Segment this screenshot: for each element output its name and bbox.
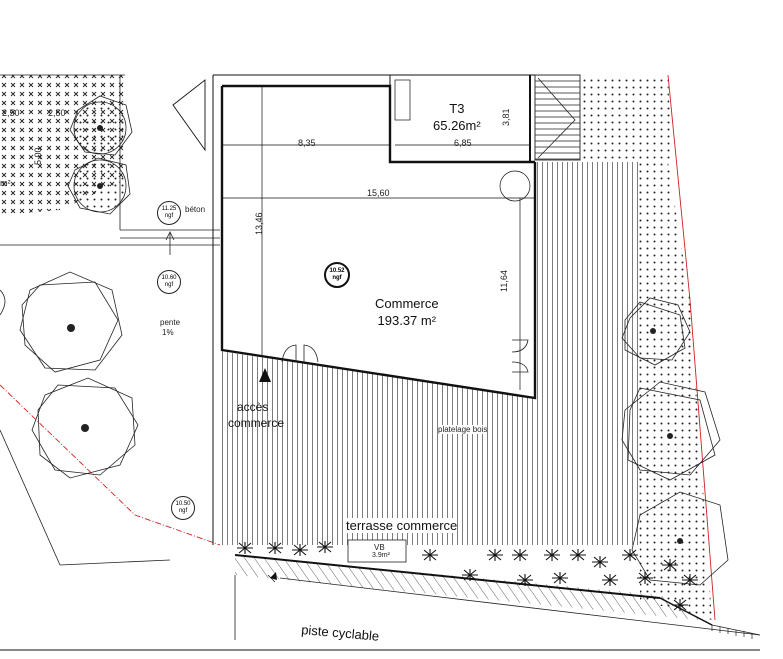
level-unit: ngf — [178, 508, 188, 514]
label-terrasse: terrasse commerce — [346, 518, 458, 533]
tree-icon — [621, 297, 691, 366]
room-commerce: Commerce 193.37 m² — [375, 295, 439, 329]
room-commerce-area: 193.37 m² — [377, 313, 437, 328]
area-unit-left: m² — [0, 178, 11, 188]
label-beton: béton — [185, 205, 206, 214]
tree-icon — [67, 157, 131, 215]
room-t3-name: T3 — [449, 101, 465, 116]
building-walls — [172, 74, 537, 545]
door-icon[interactable] — [281, 344, 319, 363]
level-badge-10-50: 10.50 ngf — [171, 496, 195, 520]
level-unit: ngf — [164, 213, 174, 219]
access-arrow-icon — [259, 368, 271, 382]
level-value: 11.25 — [161, 206, 177, 212]
label-platelage: platelage bois — [438, 425, 488, 434]
dimension-3-81: 3,81 — [501, 108, 511, 126]
label-vb: VB — [374, 543, 385, 552]
room-t3-area: 65.26m² — [433, 118, 481, 133]
level-unit: ngf — [332, 275, 342, 281]
terrace-decking — [218, 162, 640, 545]
label-acces-line1: accès — [237, 400, 269, 414]
property-boundary — [0, 384, 221, 546]
dimension-13-46: 13,46 — [254, 212, 264, 235]
dimension-2-50-b: 2,50 — [48, 108, 66, 118]
tree-icon — [621, 381, 721, 481]
level-badge-10-52: 10.52 ngf — [324, 262, 350, 288]
label-vb-area: 3.9m² — [372, 552, 390, 559]
tree-icon — [19, 271, 123, 373]
label-acces-line2: commerce — [228, 416, 285, 430]
dimension-6-85: 6,85 — [454, 138, 472, 148]
level-badge-11-25: 11.25 ngf — [157, 201, 181, 225]
vb-box — [347, 539, 407, 563]
dimension-8-35: 8,35 — [298, 138, 316, 148]
level-badge-10-60: 10.60 ngf — [157, 270, 181, 294]
level-unit: ngf — [164, 282, 174, 288]
door-icon[interactable] — [511, 339, 529, 373]
dimension-2-50-a: 2,50 — [2, 108, 20, 118]
tree-icon — [31, 377, 139, 479]
garden-top-right — [580, 75, 672, 162]
planting-strip — [237, 541, 698, 611]
level-value: 10.60 — [161, 275, 177, 281]
dimension-15-60: 15,60 — [367, 188, 390, 198]
level-value: 10.50 — [175, 501, 191, 507]
bike-lane-hatch — [235, 555, 700, 620]
label-pente: pente — [160, 318, 181, 327]
room-commerce-name: Commerce — [375, 296, 439, 311]
dimension-11-64: 11,64 — [499, 270, 509, 292]
room-t3: T3 65.26m² — [433, 100, 481, 134]
dimension-5-00: 5,00 — [33, 147, 43, 165]
level-value: 10.52 — [329, 268, 345, 274]
label-pente-pct: 1% — [162, 328, 174, 337]
tree-icon — [69, 95, 133, 156]
